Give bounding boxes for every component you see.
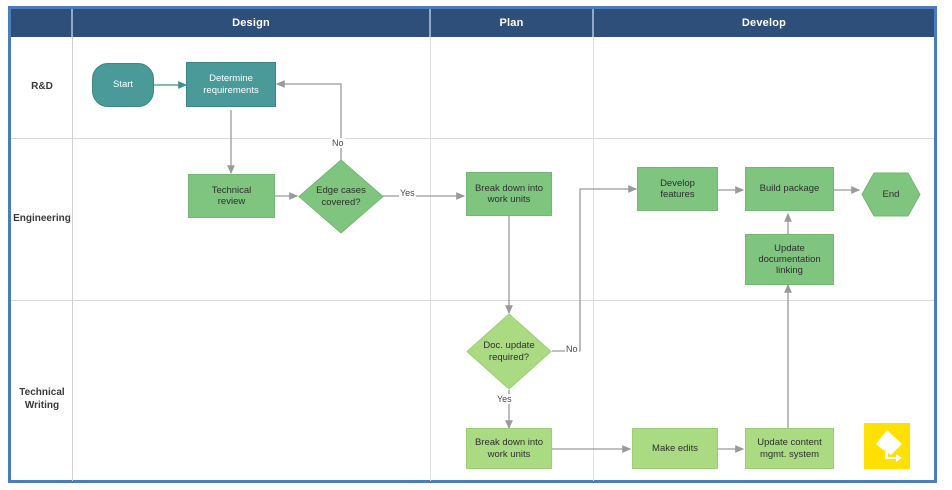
edge-label-docupdate-yes: Yes xyxy=(496,394,513,404)
node-update-documentation-linking-line3: linking xyxy=(776,265,803,277)
hexagon-shape xyxy=(861,172,921,217)
header-separator-2 xyxy=(429,9,431,37)
node-make-edits[interactable]: Make edits xyxy=(632,428,718,469)
lane-label-technical-writing: Technical Writing xyxy=(11,386,73,412)
node-break-down-work-units-techwriting[interactable]: Break down into work units xyxy=(466,428,552,469)
header-separator-1 xyxy=(71,9,73,37)
node-update-documentation-linking[interactable]: Update documentation linking xyxy=(745,234,834,285)
node-break-down-work-units-engineering-line1: Break down into xyxy=(474,182,544,194)
edge-label-edgecases-no: No xyxy=(331,138,345,148)
phase-header-design: Design xyxy=(232,17,270,29)
edge-label-docupdate-no: No xyxy=(565,344,579,354)
node-technical-review-line2: review xyxy=(217,196,246,207)
node-determine-requirements-line1: Determine xyxy=(209,73,253,85)
phase-header-plan: Plan xyxy=(499,17,524,29)
node-doc-update-required-line2: required? xyxy=(488,351,530,363)
node-edge-cases-covered[interactable]: Edge cases covered? xyxy=(298,159,384,234)
node-end[interactable]: End xyxy=(861,172,921,217)
node-develop-features-line2: features xyxy=(660,189,695,200)
header-separator-3 xyxy=(592,9,594,37)
node-update-documentation-linking-line1: Update xyxy=(774,242,805,254)
node-update-content-mgmt-system-line2: mgmt. system xyxy=(759,448,820,460)
node-build-package[interactable]: Build package xyxy=(745,167,834,211)
lane-separator-rnd-engineering xyxy=(11,138,934,139)
edge-label-edgecases-yes: Yes xyxy=(399,188,416,198)
node-start[interactable]: Start xyxy=(92,63,154,107)
node-build-package-label: Build package xyxy=(759,183,820,195)
node-doc-update-required-text: Doc. update required? xyxy=(466,313,552,390)
lane-label-technical-writing-line2: Writing xyxy=(24,400,60,411)
node-update-content-mgmt-system-line1: Update content xyxy=(757,437,822,449)
node-determine-requirements-line2: requirements xyxy=(203,84,259,96)
node-edge-cases-covered-text: Edge cases covered? xyxy=(298,159,384,234)
visio-stencil-icon[interactable] xyxy=(864,423,910,469)
diamond-shape xyxy=(466,313,552,390)
node-break-down-work-units-techwriting-line2: work units xyxy=(487,448,531,460)
diamond-shape xyxy=(298,159,384,234)
lane-label-technical-writing-line1: Technical xyxy=(19,387,65,398)
node-edge-cases-covered-line1: Edge cases xyxy=(316,185,366,197)
node-update-content-mgmt-system[interactable]: Update content mgmt. system xyxy=(745,428,834,469)
node-develop-features-line1: Develop xyxy=(660,177,695,189)
node-break-down-work-units-engineering[interactable]: Break down into work units xyxy=(466,172,552,216)
lane-label-column-divider xyxy=(72,37,73,481)
node-break-down-work-units-engineering-line2: work units xyxy=(487,194,531,205)
node-end-label: End xyxy=(882,189,900,200)
phase-column-divider-plan-develop xyxy=(593,37,594,481)
visio-stencil-glyph xyxy=(876,430,902,462)
node-start-label: Start xyxy=(112,79,134,91)
lane-separator-engineering-techwriting xyxy=(11,300,934,301)
node-technical-review[interactable]: Technical review xyxy=(188,174,275,218)
node-end-label-wrap: End xyxy=(861,172,921,217)
lane-label-engineering: Engineering xyxy=(13,213,71,224)
node-edge-cases-covered-line2: covered? xyxy=(321,196,361,208)
node-doc-update-required-line1: Doc. update xyxy=(483,340,535,352)
node-develop-features[interactable]: Develop features xyxy=(637,167,718,211)
node-update-documentation-linking-line2: documentation xyxy=(758,253,821,265)
lane-label-rnd: R&D xyxy=(31,81,53,92)
phase-header-band xyxy=(11,9,934,37)
node-doc-update-required[interactable]: Doc. update required? xyxy=(466,313,552,390)
phase-header-develop: Develop xyxy=(741,17,787,29)
node-technical-review-line1: Technical xyxy=(211,184,252,196)
phase-column-divider-design-plan xyxy=(430,37,431,481)
node-break-down-work-units-techwriting-line1: Break down into xyxy=(474,437,544,449)
node-make-edits-label: Make edits xyxy=(652,442,698,454)
node-determine-requirements[interactable]: Determine requirements xyxy=(186,62,276,107)
